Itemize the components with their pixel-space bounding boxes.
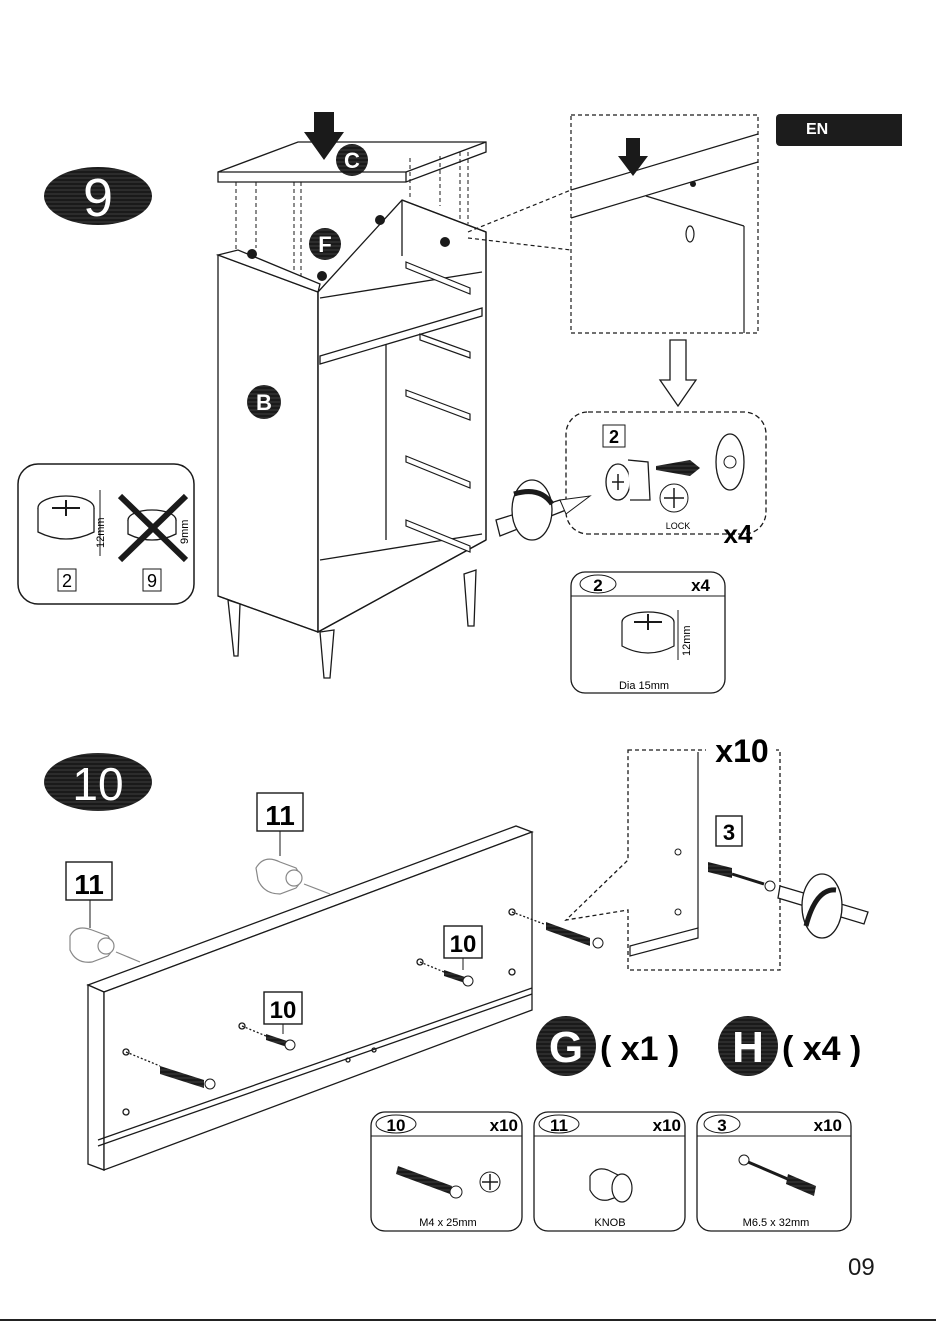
svg-text:Dia 15mm: Dia 15mm [619, 680, 669, 692]
svg-text:2: 2 [62, 571, 72, 591]
panel-h-count: H ( x4 ) [718, 1016, 861, 1076]
svg-text:11: 11 [265, 800, 295, 831]
svg-text:3: 3 [717, 1116, 726, 1135]
svg-text:LOCK: LOCK [666, 521, 691, 531]
svg-text:x10: x10 [715, 733, 768, 769]
svg-text:11: 11 [74, 869, 104, 900]
svg-text:x4: x4 [691, 576, 710, 595]
part-card-3: 3 x10 M6.5 x 32mm [697, 1112, 851, 1231]
svg-text:12mm: 12mm [681, 625, 693, 656]
bottom-rule [0, 1319, 936, 1321]
svg-text:G: G [549, 1023, 583, 1072]
label-f: F [309, 228, 341, 260]
svg-text:12mm: 12mm [95, 517, 107, 548]
step10-badge: 10 [44, 753, 152, 811]
svg-text:x10: x10 [653, 1116, 681, 1135]
svg-text:( x4 ): ( x4 ) [782, 1030, 861, 1068]
svg-text:10: 10 [270, 997, 297, 1024]
svg-text:C: C [344, 148, 360, 173]
svg-text:M6.5 x 32mm: M6.5 x 32mm [743, 1217, 810, 1229]
svg-text:x4: x4 [724, 519, 753, 549]
svg-text:11: 11 [550, 1116, 568, 1135]
label-c: C [336, 144, 368, 176]
next-arrow-icon [660, 340, 696, 406]
svg-text:B: B [256, 390, 272, 415]
svg-text:10: 10 [72, 758, 123, 810]
svg-text:M4 x 25mm: M4 x 25mm [419, 1217, 476, 1229]
part-card-2: 2 x4 12mm Dia 15mm [571, 572, 725, 693]
svg-text:H: H [732, 1023, 764, 1072]
svg-text:10: 10 [450, 931, 477, 958]
svg-text:x10: x10 [490, 1116, 518, 1135]
part-card-10: 10 x10 M4 x 25mm [371, 1112, 522, 1231]
svg-text:10: 10 [387, 1116, 406, 1135]
part-card-11: 11 x10 KNOB [534, 1112, 685, 1231]
svg-text:KNOB: KNOB [594, 1217, 625, 1229]
svg-text:9: 9 [147, 571, 157, 591]
dowel-detail-panel: x10 3 [566, 733, 868, 970]
svg-text:( x1 ): ( x1 ) [600, 1030, 679, 1068]
step9-number: 9 [83, 168, 113, 228]
zoom-detail-panel [468, 115, 758, 333]
svg-text:2: 2 [609, 427, 619, 447]
svg-text:9mm: 9mm [179, 520, 191, 544]
step9-badge: 9 [44, 167, 152, 228]
knob-part-label-1: 11 [66, 862, 112, 928]
knob-part-label-2: 11 [257, 793, 303, 856]
svg-text:2: 2 [593, 576, 602, 595]
cam-size-check: 12mm 9mm 2 9 [18, 464, 194, 604]
tighten-cam-detail: 2 LOCK x4 [496, 412, 766, 549]
svg-text:F: F [318, 232, 331, 257]
svg-text:x10: x10 [814, 1116, 842, 1135]
svg-text:3: 3 [723, 820, 735, 845]
label-b: B [247, 385, 281, 419]
page-number: 09 [848, 1254, 875, 1282]
panel-g-count: G ( x1 ) [536, 1016, 679, 1076]
